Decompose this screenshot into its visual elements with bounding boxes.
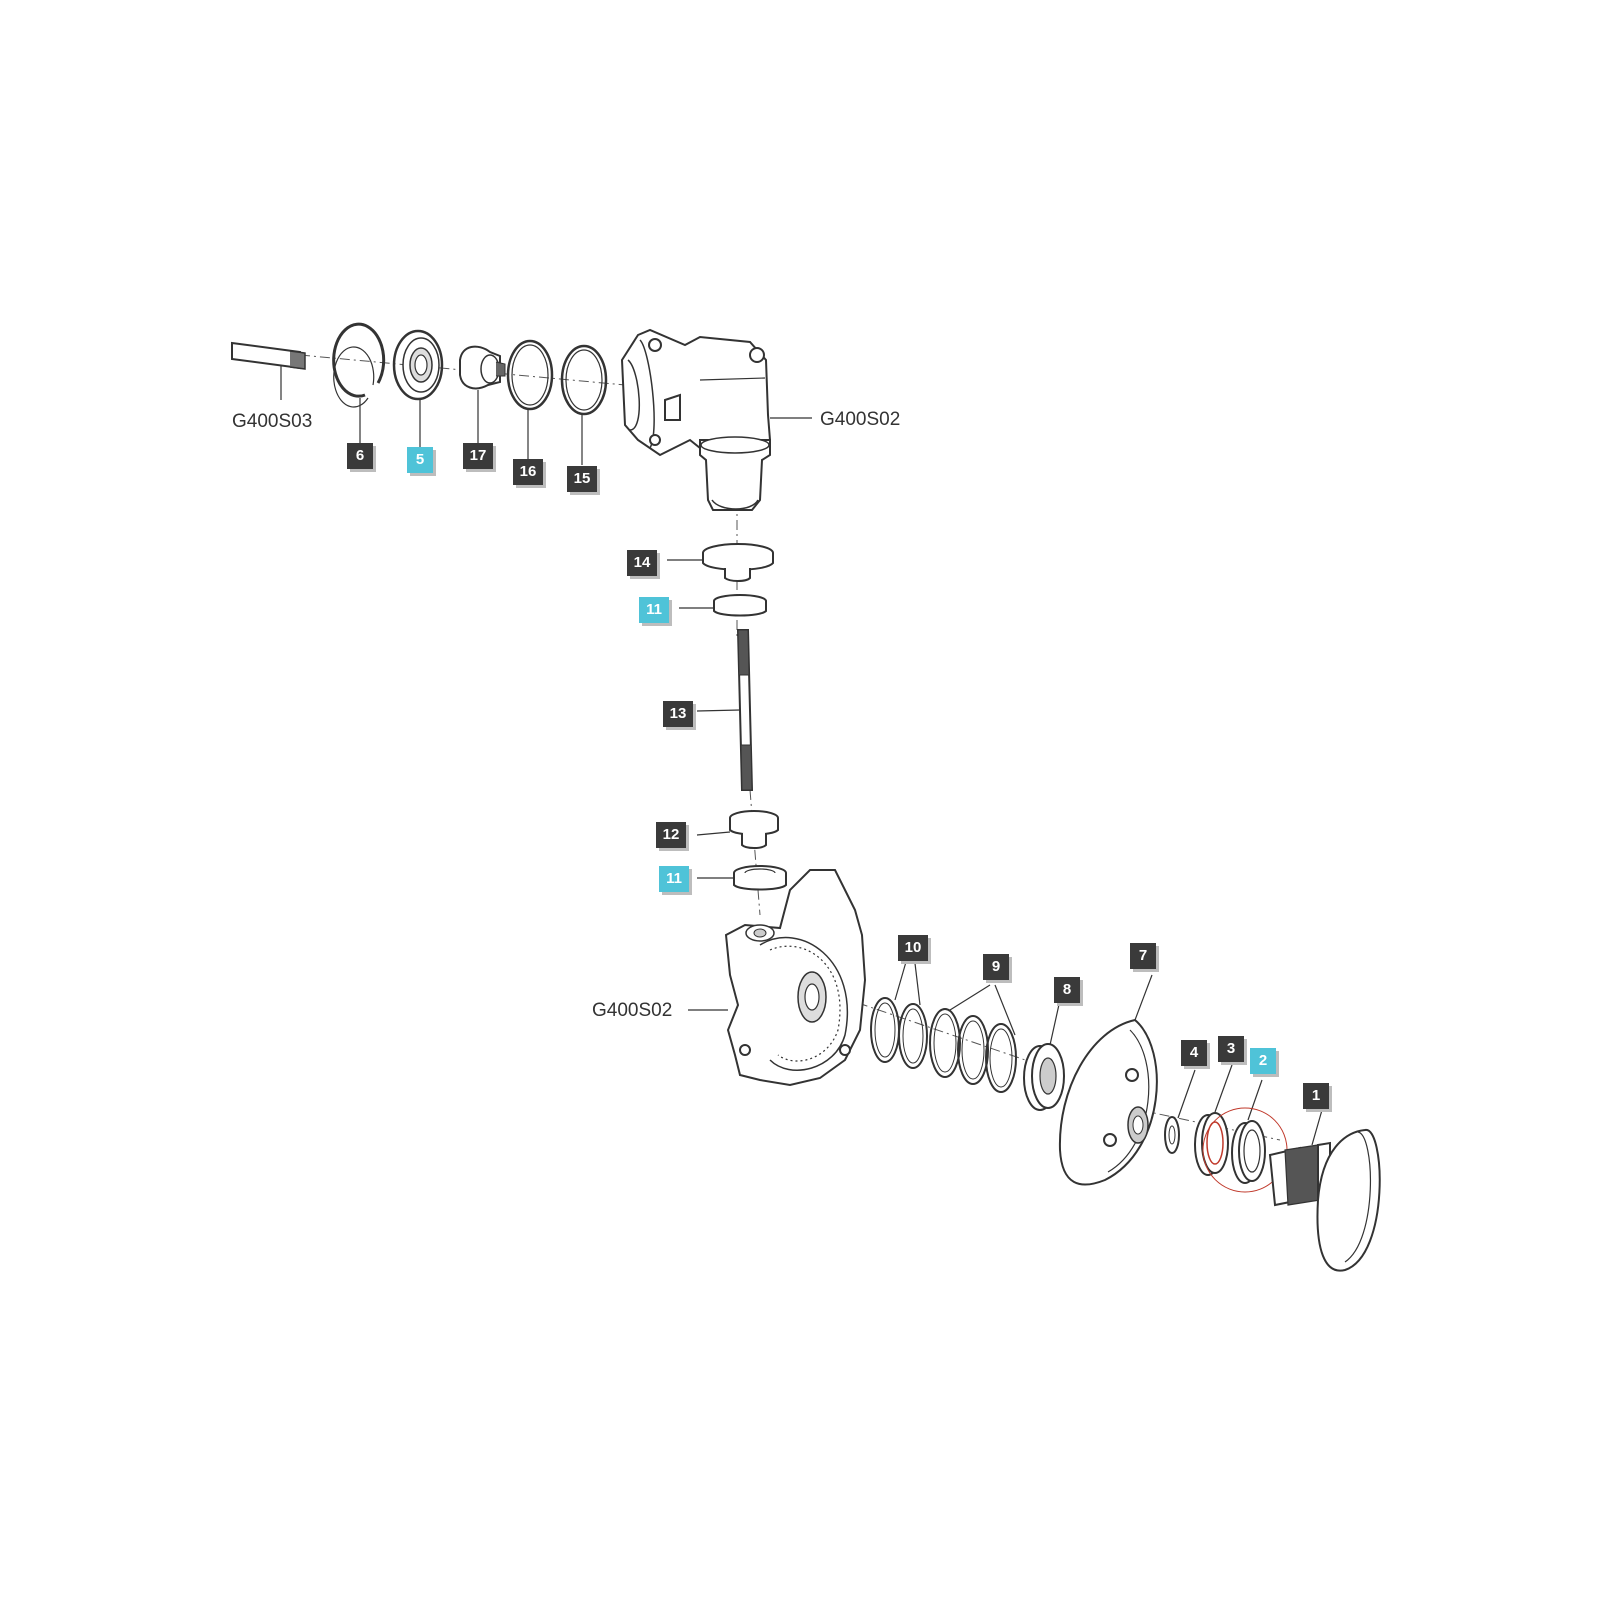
o-ring-part-16[interactable] (506, 339, 554, 460)
callout-16[interactable]: 16 (513, 459, 543, 485)
bearing-part-3[interactable] (1194, 1064, 1233, 1176)
callout-10[interactable]: 10 (898, 935, 928, 961)
callout-5[interactable]: 5 (407, 447, 433, 473)
pinion-part-17[interactable] (459, 345, 506, 445)
shaft-part[interactable] (231, 341, 306, 400)
callout-9[interactable]: 9 (983, 954, 1009, 980)
shaft-part-13[interactable] (696, 629, 754, 791)
shim-parts-9[interactable] (929, 984, 1017, 1093)
callout-7[interactable]: 7 (1130, 943, 1156, 969)
gear-part-14[interactable] (667, 543, 774, 582)
cover-part-7[interactable] (1058, 974, 1158, 1186)
circlip-part-6[interactable] (332, 322, 386, 448)
callout-13[interactable]: 13 (663, 701, 693, 727)
ref-label-shaft[interactable]: G400S03 (232, 411, 313, 432)
shim-parts-10[interactable] (870, 954, 928, 1069)
callout-4[interactable]: 4 (1181, 1040, 1207, 1066)
ring-part-2[interactable] (1231, 1079, 1266, 1184)
bearing-part-5[interactable] (392, 329, 444, 448)
callout-3[interactable]: 3 (1218, 1036, 1244, 1062)
seal-part-8[interactable] (1023, 999, 1065, 1111)
callout-1[interactable]: 1 (1303, 1083, 1329, 1109)
callout-2[interactable]: 2 (1250, 1048, 1276, 1074)
upper-gear-housing[interactable] (620, 328, 812, 511)
bearing-part-11-upper[interactable] (679, 594, 767, 617)
callout-8[interactable]: 8 (1054, 977, 1080, 1003)
callout-17[interactable]: 17 (463, 443, 493, 469)
callout-11-upper[interactable]: 11 (639, 597, 669, 623)
callout-11-lower[interactable]: 11 (659, 866, 689, 892)
callout-14[interactable]: 14 (627, 550, 657, 576)
ref-label-lower-housing[interactable]: G400S02 (592, 1000, 673, 1021)
ring-part-4[interactable] (1164, 1069, 1196, 1154)
callout-12[interactable]: 12 (656, 822, 686, 848)
flange-shaft-part-1[interactable] (1268, 1109, 1381, 1272)
ref-label-upper-housing[interactable]: G400S02 (820, 409, 901, 430)
gear-part-12[interactable] (696, 810, 779, 849)
lower-gear-housing[interactable] (688, 869, 867, 1087)
bearing-part-11-lower[interactable] (697, 865, 787, 891)
callout-6[interactable]: 6 (347, 443, 373, 469)
o-ring-part-15[interactable] (560, 344, 608, 465)
callout-15[interactable]: 15 (567, 466, 597, 492)
